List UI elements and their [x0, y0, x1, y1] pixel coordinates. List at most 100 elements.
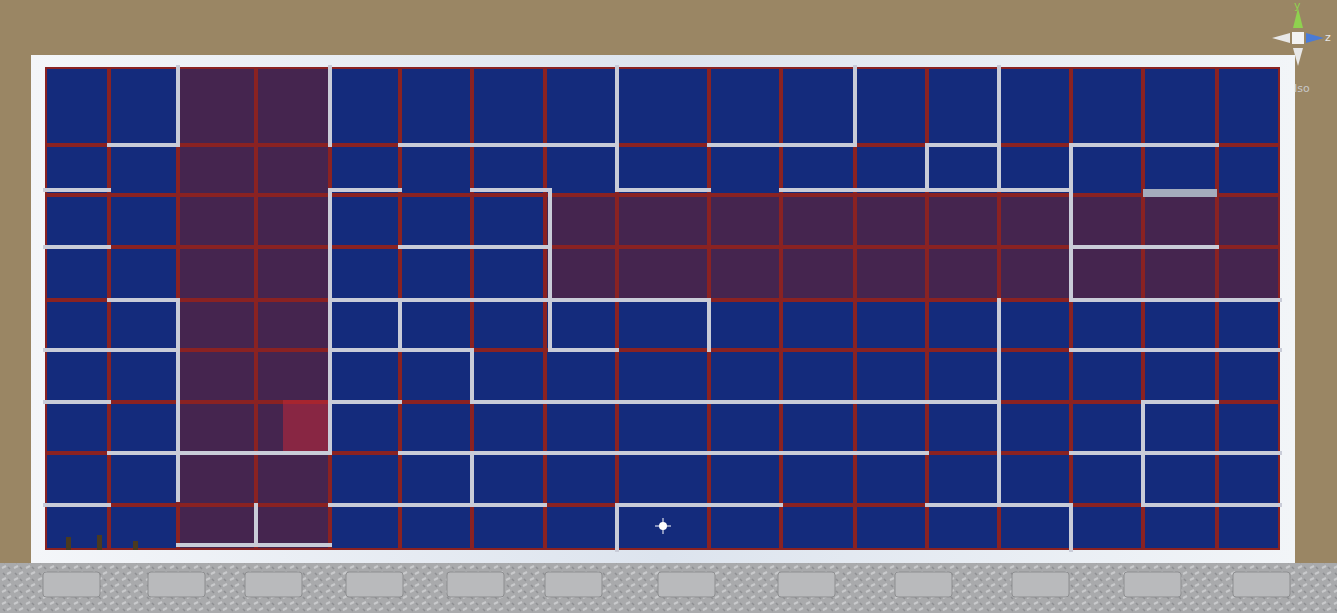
floor-cell	[111, 404, 176, 451]
floor-cell	[1073, 352, 1141, 400]
floor-cell	[547, 404, 615, 451]
floor-cell	[711, 507, 779, 548]
floor-cell	[547, 302, 615, 348]
highlighted-cell	[783, 197, 853, 245]
floor-cell	[47, 147, 107, 193]
floor-pad	[43, 572, 100, 597]
grid-lines	[45, 67, 1280, 550]
floor-cell	[929, 507, 997, 548]
floor-cell	[474, 302, 543, 348]
floor-cell	[1219, 455, 1278, 503]
highlighted-cell	[180, 69, 254, 143]
floor-cell	[47, 249, 107, 298]
axis-label: z	[1325, 32, 1331, 44]
highlighted-cell	[180, 507, 254, 548]
floor-cell	[474, 197, 543, 245]
floor-cell	[332, 455, 398, 503]
floor-cell	[1073, 455, 1141, 503]
floor-cell	[1001, 507, 1069, 548]
floor-cell	[111, 69, 176, 143]
highlighted-cell	[1219, 249, 1278, 298]
floor-cell	[619, 455, 707, 503]
floor-pad	[658, 572, 715, 597]
floor-cell	[402, 455, 470, 503]
floor-cell	[474, 352, 543, 400]
floor-cell	[547, 69, 615, 143]
floor-cell	[402, 249, 470, 298]
floor-cell	[619, 69, 707, 143]
floor-cell	[332, 197, 398, 245]
floor-cell	[547, 352, 615, 400]
player-marker	[283, 400, 330, 453]
floor-cell	[1001, 302, 1069, 348]
floor-cell	[47, 69, 107, 143]
highlighted-cell	[258, 147, 328, 193]
floor-cell	[857, 404, 925, 451]
floor-cell	[1001, 352, 1069, 400]
floor-cell	[402, 147, 470, 193]
floor-cell	[929, 455, 997, 503]
floor-cell	[332, 147, 398, 193]
floor-cell	[783, 404, 853, 451]
floor-cell	[332, 249, 398, 298]
floor-cell	[332, 404, 398, 451]
floor-cell	[1001, 455, 1069, 503]
floor-cell	[619, 404, 707, 451]
small-posts	[66, 535, 138, 550]
highlighted-cell	[711, 197, 779, 245]
wall-block	[1143, 189, 1217, 197]
floor-cell	[332, 507, 398, 548]
highlighted-cell	[711, 249, 779, 298]
floor-cell	[402, 404, 470, 451]
highlighted-cell	[619, 197, 707, 245]
floor-cell	[857, 352, 925, 400]
floor-cell	[1073, 69, 1141, 143]
floor-cell	[1073, 302, 1141, 348]
axis-label: y	[1294, 0, 1301, 12]
floor-cell	[783, 69, 853, 143]
floor-cell	[1145, 352, 1215, 400]
floor-cell	[857, 302, 925, 348]
floor-pad	[346, 572, 403, 597]
floor-cell	[619, 507, 707, 548]
highlighted-cell	[929, 197, 997, 245]
view-mode-label: Iso	[1294, 83, 1310, 95]
floor-cell	[1219, 302, 1278, 348]
floor-cell	[111, 197, 176, 245]
highlighted-cell	[547, 197, 615, 245]
floor-cell	[857, 455, 925, 503]
floor-cell	[1145, 455, 1215, 503]
highlighted-cell	[783, 249, 853, 298]
highlighted-cell	[1145, 197, 1215, 245]
floor-cell	[711, 404, 779, 451]
floor-cell	[783, 352, 853, 400]
highlighted-cell	[258, 249, 328, 298]
floor-cell	[1219, 352, 1278, 400]
floor-cell	[111, 302, 176, 348]
floor-cell	[402, 69, 470, 143]
highlighted-cell	[180, 197, 254, 245]
floor-cell	[1219, 507, 1278, 548]
highlighted-cell	[180, 455, 254, 503]
floor-cell	[857, 507, 925, 548]
floor-cell	[111, 352, 176, 400]
floor-cell	[402, 197, 470, 245]
floor-cell	[47, 197, 107, 245]
floor-cell	[402, 507, 470, 548]
floor-cell	[783, 302, 853, 348]
highlighted-cell	[180, 147, 254, 193]
highlighted-cell	[929, 249, 997, 298]
floor-cell	[474, 69, 543, 143]
highlighted-cell	[258, 507, 328, 548]
highlighted-cell	[180, 404, 254, 451]
floor-cell	[474, 147, 543, 193]
board-frame	[31, 55, 1295, 563]
highlighted-cell	[180, 302, 254, 348]
floor-cell	[711, 352, 779, 400]
highlighted-cell	[857, 249, 925, 298]
floor-cell	[47, 455, 107, 503]
sparkle	[655, 518, 671, 534]
floor-cell	[619, 147, 707, 193]
floor-pad	[1124, 572, 1181, 597]
